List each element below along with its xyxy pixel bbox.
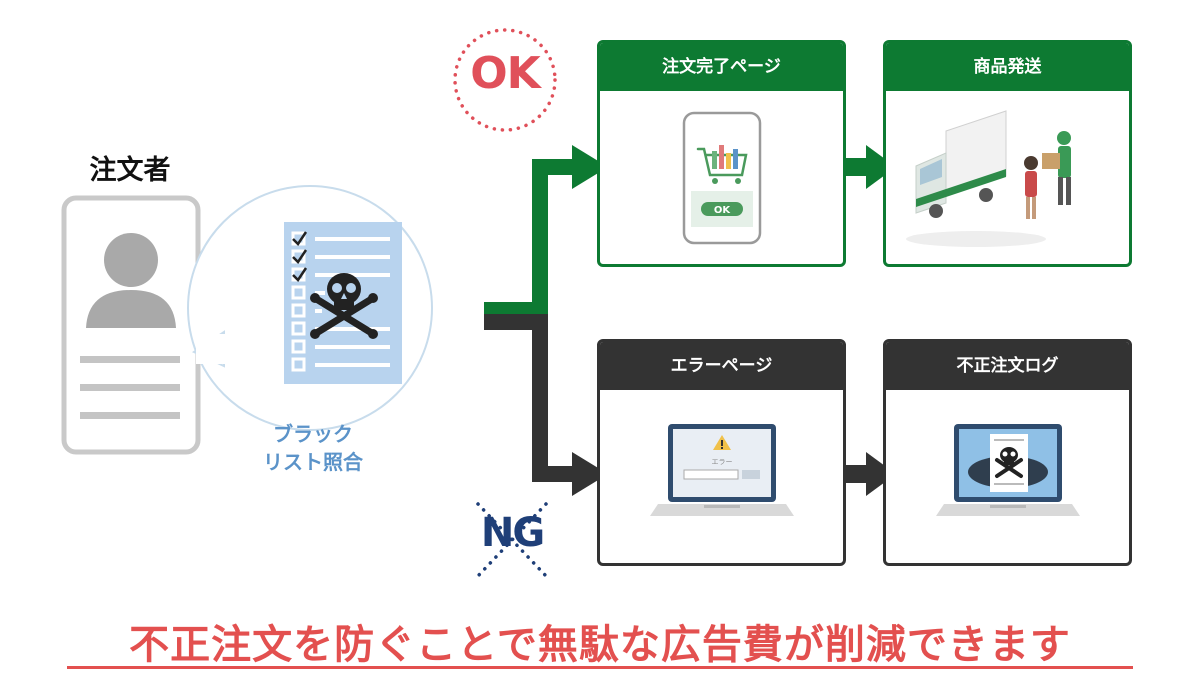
delivery-truck-icon — [906, 110, 1071, 247]
error-page-box: エラーページ エラー — [597, 339, 846, 566]
skull-crossbones-icon — [310, 273, 378, 339]
orderer-label: 注文者 — [89, 155, 171, 186]
blacklist-caption-line2: リスト照合 — [263, 450, 363, 474]
customer-person — [1024, 156, 1038, 219]
ok-path-arrowhead — [572, 145, 608, 189]
shipping-box: 商品発送 — [883, 40, 1132, 267]
footer-message: 不正注文を防ぐことで無駄な広告費が削減できます — [129, 622, 1071, 668]
delivery-person — [1042, 131, 1071, 205]
blacklist-caption-line1: ブラック — [273, 422, 353, 446]
error-screen-text: エラー — [712, 458, 733, 466]
error-page-title: エラーページ — [600, 342, 843, 390]
ok-path-line — [484, 159, 575, 318]
ng-path-arrowhead — [572, 452, 608, 496]
ng-badge: NG — [480, 510, 545, 556]
ng-connector-arrow — [846, 452, 896, 496]
smartphone-cart-icon: OK — [682, 111, 762, 245]
blacklist-caption: ブラック リスト照合 — [238, 420, 388, 476]
laptop-skull-log-icon — [936, 424, 1080, 516]
ok-connector-arrow — [846, 145, 896, 189]
laptop-error-icon: エラー — [650, 424, 794, 516]
footer-underline — [67, 666, 1133, 669]
ng-path-line — [484, 314, 575, 482]
shipping-title: 商品発送 — [886, 43, 1129, 91]
orderer-card — [61, 195, 201, 455]
fraud-log-box: 不正注文ログ — [883, 339, 1132, 566]
fraud-log-title: 不正注文ログ — [886, 342, 1129, 390]
ng-badge-cross — [476, 502, 548, 578]
person-icon — [86, 233, 176, 328]
ok-button-text: OK — [714, 205, 732, 216]
order-complete-box: 注文完了ページ OK — [597, 40, 846, 267]
ok-badge-ring — [453, 28, 557, 132]
ok-badge: OK — [470, 48, 541, 99]
order-complete-title: 注文完了ページ — [600, 43, 843, 91]
